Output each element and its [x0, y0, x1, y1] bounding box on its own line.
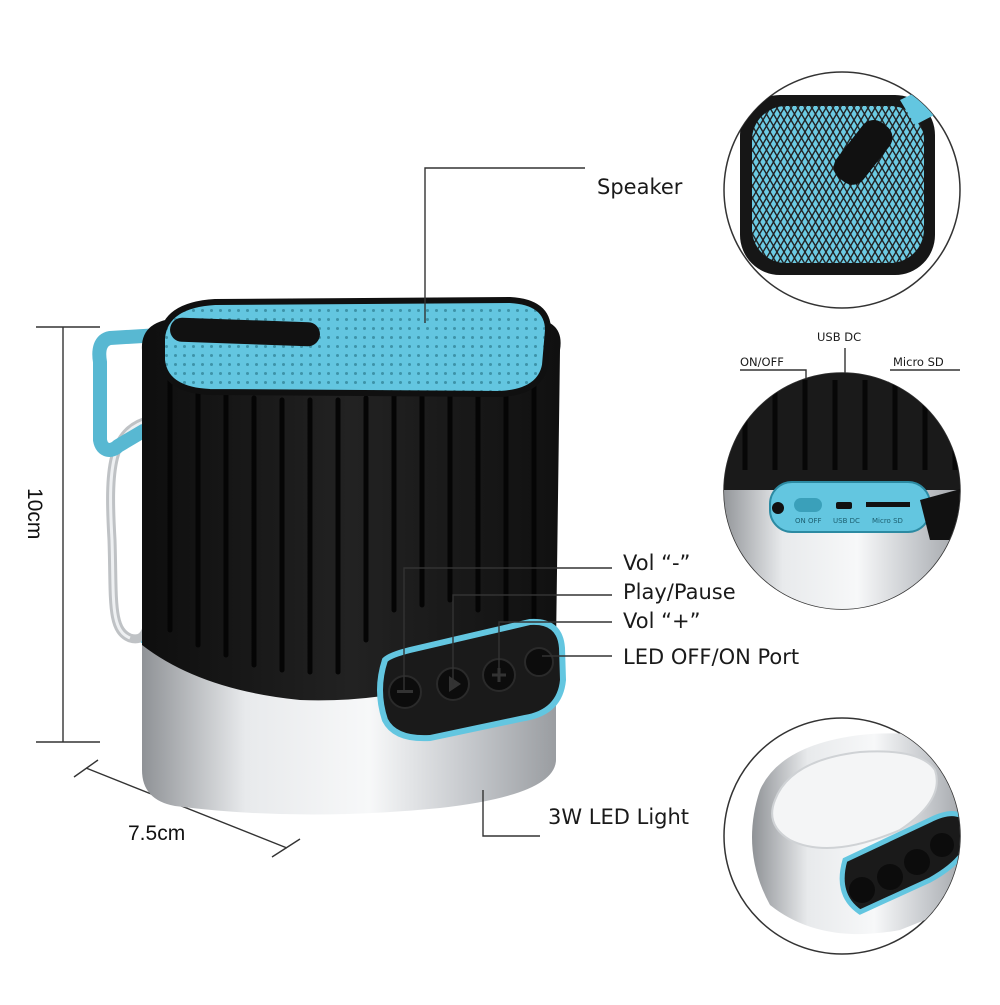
speaker-label: Speaker: [597, 175, 683, 199]
vol-plus-label: Vol “+”: [623, 609, 701, 633]
ports-detail-circle: [723, 372, 961, 610]
top-speaker-grill: [159, 296, 552, 398]
width-dimension: [73, 759, 301, 858]
height-dimension-label: 10cm: [23, 488, 46, 540]
switch-print-text: ON OFF: [795, 517, 822, 525]
on-off-port-label: ON/OFF: [740, 355, 784, 369]
micro-sd-port-label: Micro SD: [893, 355, 944, 369]
led-light-label: 3W LED Light: [548, 805, 690, 829]
play-pause-label: Play/Pause: [623, 580, 736, 604]
led-detail-circle: [723, 717, 961, 955]
vol-minus-label: Vol “-”: [623, 551, 691, 575]
usb-dc-port-label: USB DC: [817, 330, 862, 344]
sd-print-text: Micro SD: [872, 517, 903, 525]
usb-print-text: USB DC: [833, 517, 860, 525]
height-dimension: [36, 326, 100, 743]
width-dimension-label: 7.5cm: [128, 822, 186, 845]
speaker-detail-circle: [723, 71, 961, 309]
speaker-main-body: [140, 296, 567, 815]
callout-leader-lines: [403, 167, 960, 837]
led-port-label: LED OFF/ON Port: [623, 645, 800, 669]
